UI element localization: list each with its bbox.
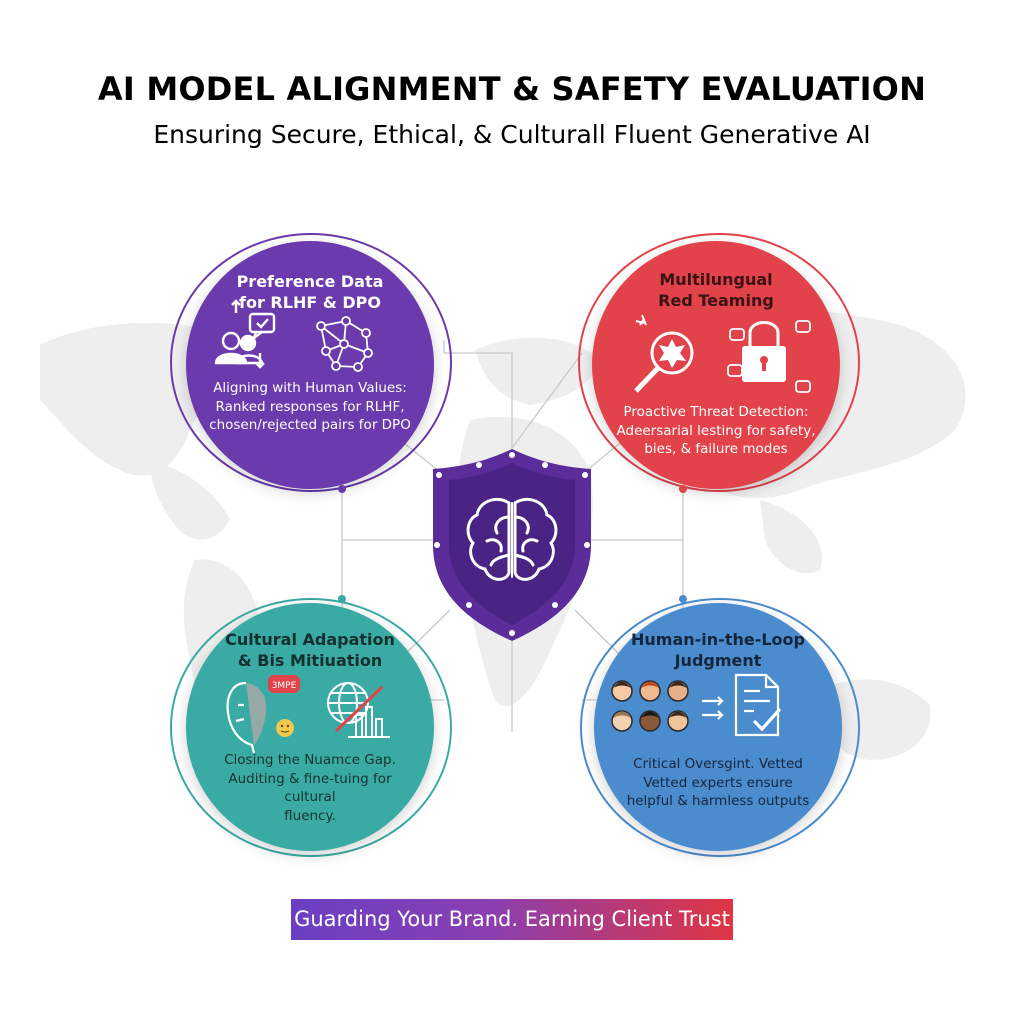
connector-dot [338,595,346,603]
ring-outline-cultural [170,598,452,857]
quadrant-description: Critical Oversgint. Vetted Vetted expert… [626,756,810,809]
quadrant-description: Proactive Threat Detection: Adeersarial … [616,404,816,457]
badge-text: 3MPE [272,681,297,691]
quadrant-human-in-the-loop: Human-in-the-Loop Judgment [594,603,842,851]
arrows-icon [702,696,724,720]
connector-dot [338,485,346,493]
connector-dot [679,595,687,603]
people-feedback-icon [214,299,276,369]
face-speech-icon: 3MPE [226,675,300,754]
page-title: AI MODEL ALIGNMENT & SAFETY EVALUATION [97,70,927,108]
ring-outline-preference [170,233,452,492]
connector-dot [679,485,687,493]
quadrant-title: Human-in-the-Loop Judgment [631,630,805,670]
quadrant-cultural-adaptation: Cultural Adapation & Bis Mitiuation 3MPE [186,603,434,851]
quadrant-description: Closing the Nuamce Gap. Auditing & fine-… [224,752,396,824]
magnifier-threat-icon [634,314,694,393]
quadrant-preference-data: Preference Data for RLHF & DPO [186,241,434,489]
ring-outline-red-teaming [578,233,860,492]
page-subtitle: Ensuring Secure, Ethical, & Culturall Fl… [153,120,871,149]
quadrant-title: Multilungual Red Teaming [658,270,774,310]
footer-banner: Guarding Your Brand. Earning Client Trus… [291,899,733,940]
quadrant-title: Cultural Adapation & Bis Mitiuation [225,630,395,670]
quadrant-red-teaming: Multilungual Red Teaming Proacti [592,241,840,489]
globe-chart-icon [327,682,390,738]
ring-outline-human-loop [580,598,860,857]
padlock-icon [727,320,811,393]
quadrant-title: Preference Data for RLHF & DPO [236,272,384,312]
checklist-document-icon [734,673,782,737]
expert-avatars-icon [611,680,689,732]
network-graph-icon [316,316,373,372]
brain-shield-icon [433,449,591,641]
quadrant-description: Aligning with Human Values: Ranked respo… [209,380,411,433]
